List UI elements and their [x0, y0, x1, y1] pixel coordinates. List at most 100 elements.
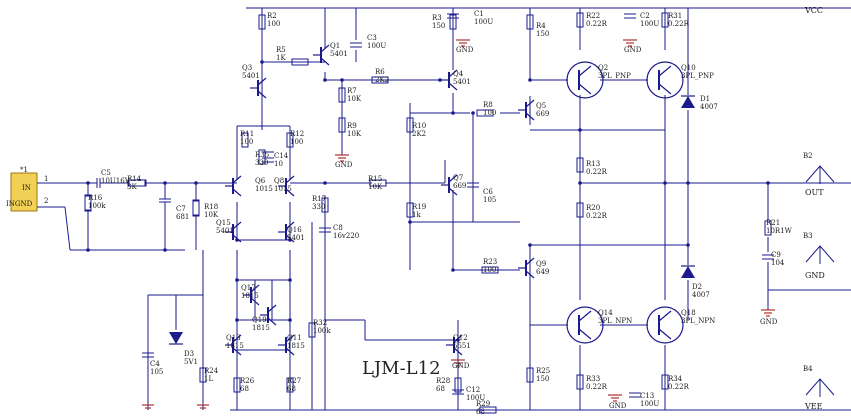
capacitor-value: 10 — [274, 160, 283, 168]
transistor-type: 1015 — [255, 185, 273, 193]
resistor-ref: R16 — [88, 194, 103, 202]
resistor-value: 0.22R — [586, 212, 608, 220]
resistor-ref: R20 — [586, 204, 600, 212]
capacitor-value: 100U — [367, 42, 386, 50]
resistor-ref: R12 — [290, 130, 304, 138]
input-connector-ref: *1 — [20, 166, 28, 174]
resistor-value: 150 — [536, 30, 549, 38]
transistor-ref: Q11 — [287, 334, 302, 342]
resistor-value: 150 — [536, 375, 549, 383]
output-connector-ref: B4 — [803, 365, 813, 373]
transistor-type: 3PL_PNP — [681, 72, 714, 80]
resistor-value: 10K — [347, 95, 362, 103]
capacitor-ref: C12 — [466, 386, 480, 394]
resistor-ref: R32 — [313, 319, 327, 327]
resistor-ref: R9 — [347, 122, 357, 130]
output-connector-ref: B3 — [803, 232, 813, 240]
ground-label: GND — [624, 46, 642, 54]
diode-ref: D2 — [692, 283, 702, 291]
diode-value: 4007 — [700, 103, 718, 111]
output-connector-b3: B3 — [803, 232, 835, 264]
resistor-value: 100k — [88, 202, 106, 210]
capacitor-ref: C3 — [367, 34, 377, 42]
transistor-ref: Q19 — [252, 316, 267, 324]
transistor-ref: Q13 — [226, 334, 241, 342]
resistor-ref: R15 — [368, 175, 382, 183]
capacitor-value: 105 — [483, 196, 496, 204]
ground-label: GND — [335, 161, 353, 169]
capacitor-ref: C14 — [274, 152, 289, 160]
resistor-ref: R19 — [412, 203, 426, 211]
transistor-ref: Q16 — [287, 226, 302, 234]
capacitor-value: 105 — [150, 368, 163, 376]
resistor-ref: R17 — [312, 195, 326, 203]
input-connector-body — [10, 172, 38, 212]
transistor-ref: Q1 — [330, 42, 340, 50]
output-connector-b2: B2 — [803, 152, 835, 184]
transistor-type: 5551 — [453, 342, 471, 350]
resistor-ref: R14 — [127, 175, 142, 183]
diode-ref: D3 — [184, 350, 194, 358]
diode-value: 4007 — [692, 291, 710, 299]
resistor-ref: R24 — [204, 367, 219, 375]
transistor-ref: Q4 — [453, 70, 464, 78]
capacitor-ref: C6 — [483, 188, 493, 196]
transistor-type: 3PL_NPN — [598, 317, 632, 325]
transistor-type: 5401 — [287, 234, 305, 242]
resistor-ref: R18 — [204, 203, 218, 211]
resistor-ref: R8 — [483, 101, 493, 109]
resistor-ref: R7 — [347, 87, 357, 95]
resistor-value: 100 — [240, 138, 253, 146]
resistor-value: 150 — [432, 22, 445, 30]
out-line: OUT — [580, 182, 851, 197]
resistor-value: 100 — [483, 109, 496, 117]
transistor-ref: Q5 — [536, 102, 546, 110]
transistor-type: 1815 — [241, 292, 259, 300]
resistor-value: 68 — [287, 385, 296, 393]
capacitor-ref: C8 — [333, 224, 343, 232]
ground-symbol: GND — [760, 309, 778, 326]
transistor-ref: Q10 — [681, 64, 696, 72]
transistor-ref: Q9 — [536, 260, 546, 268]
ground-symbol: GND — [456, 39, 474, 54]
resistor-ref: R27 — [287, 377, 301, 385]
resistor-value: 100 — [483, 266, 496, 274]
ground-symbol: GND — [335, 154, 353, 169]
